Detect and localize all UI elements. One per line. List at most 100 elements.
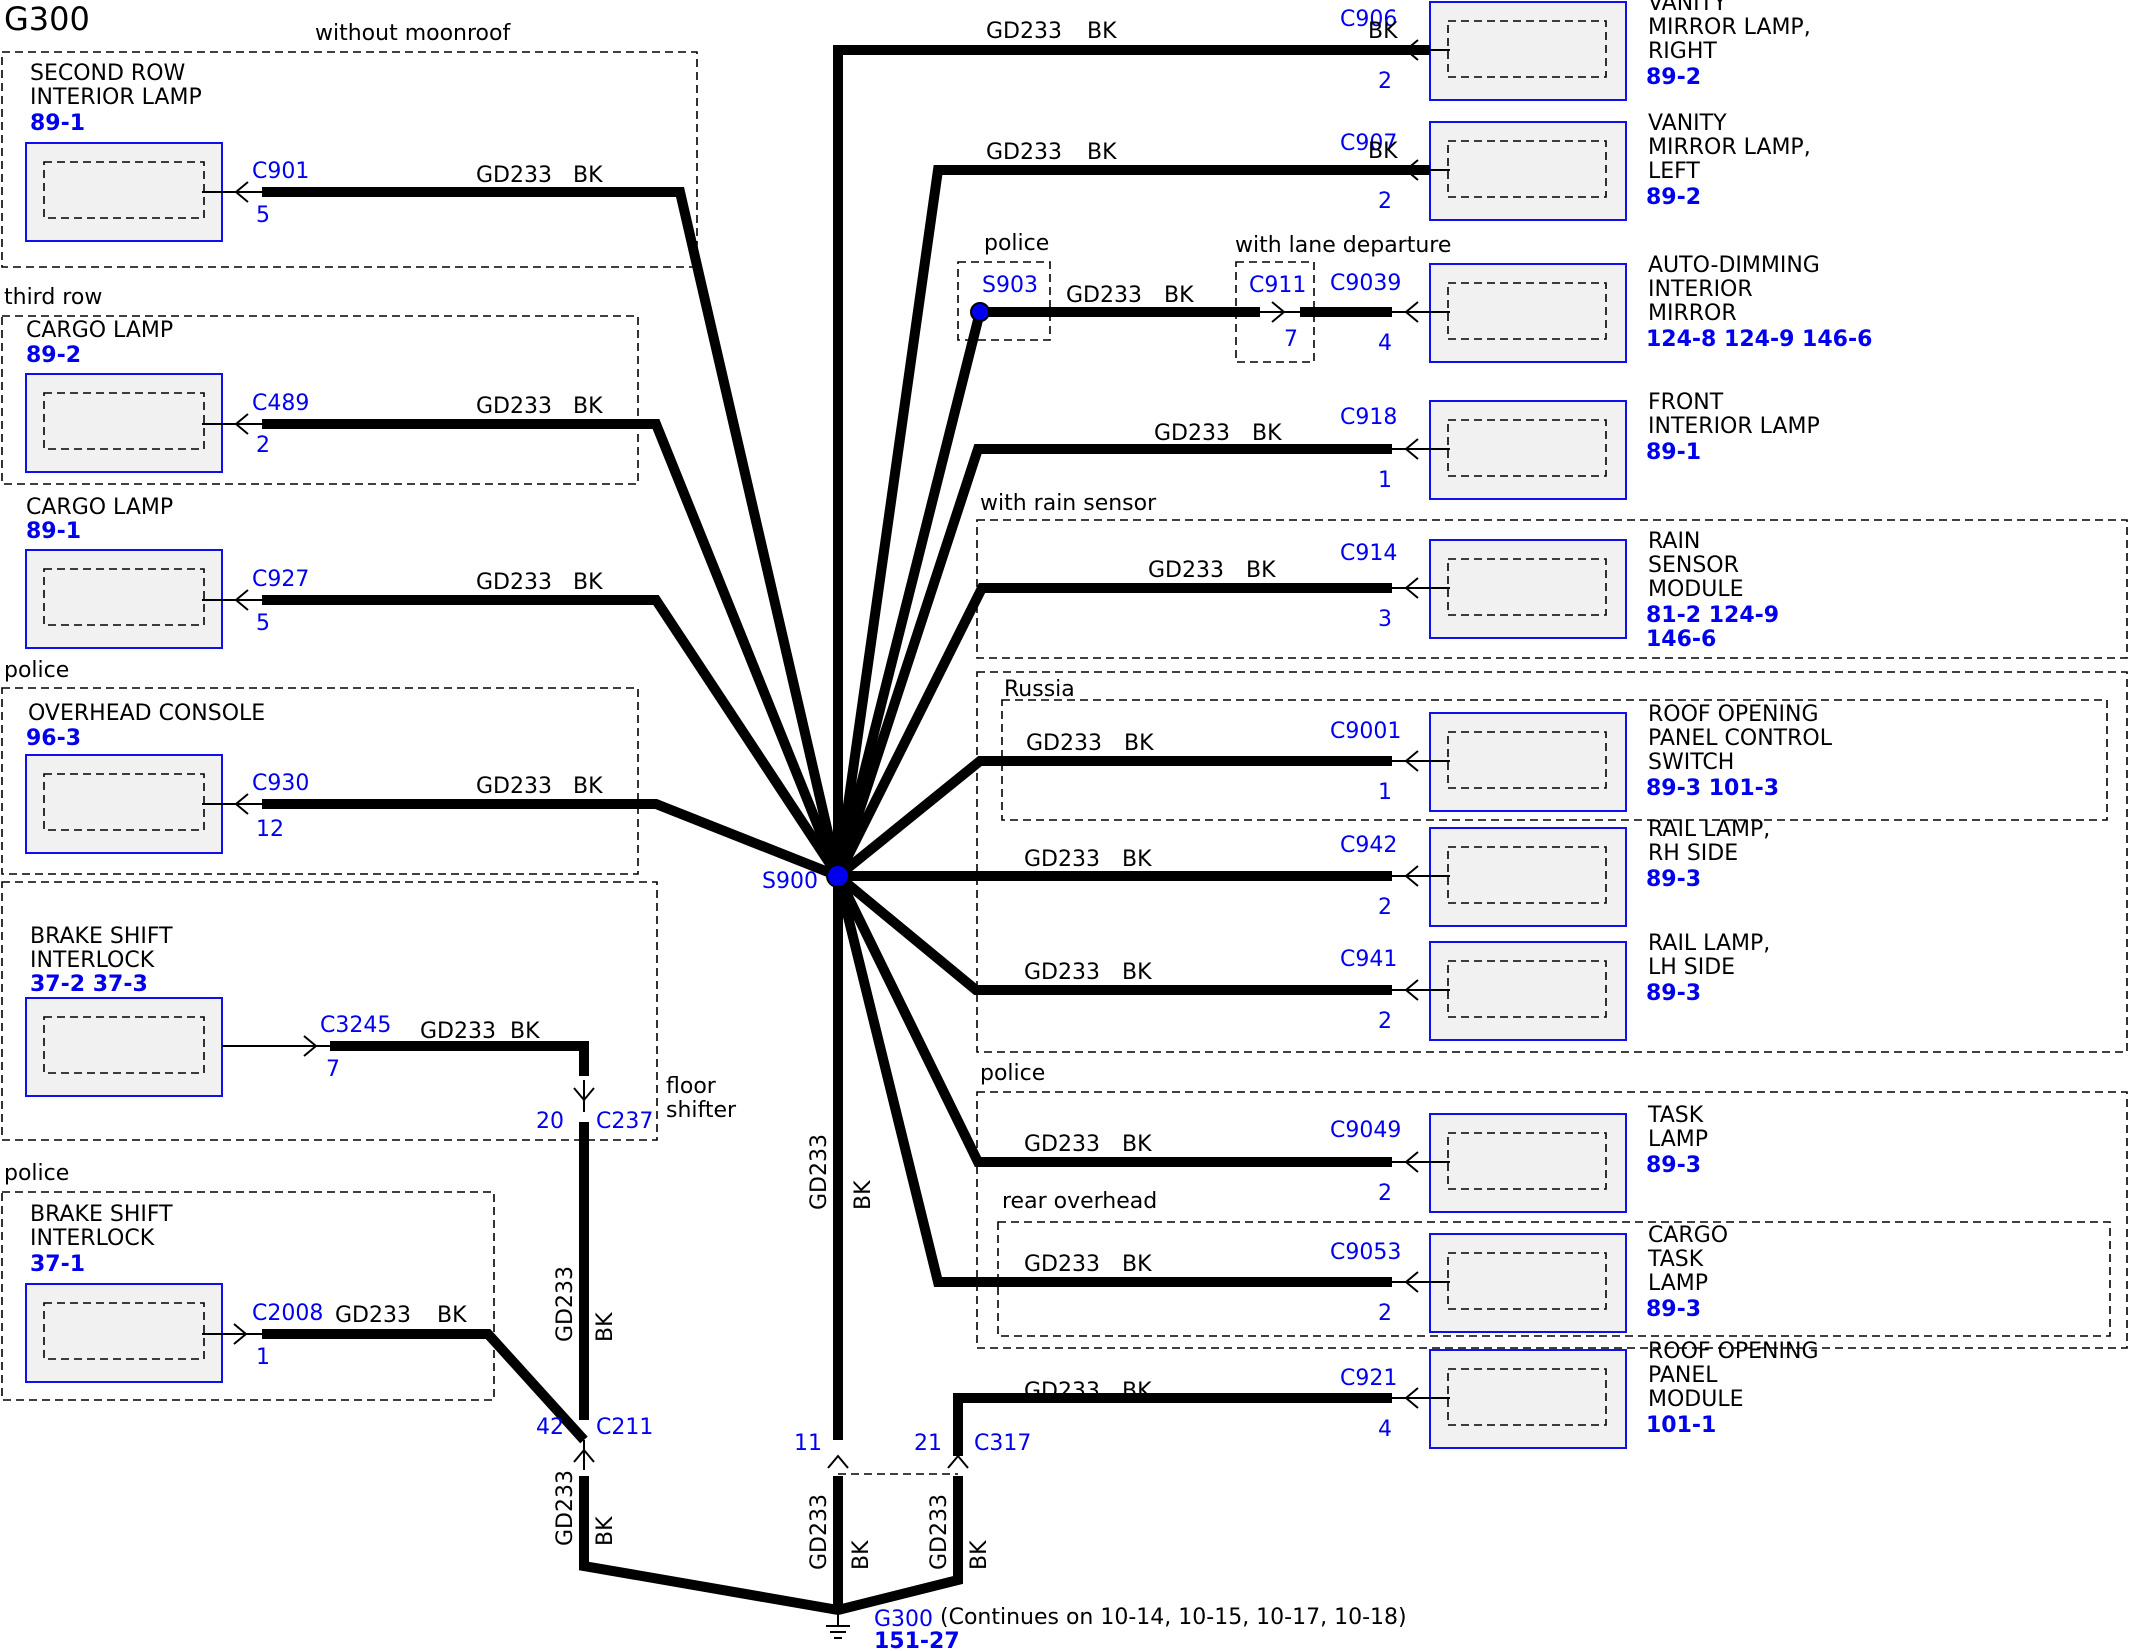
- wire-s903: [833, 310, 985, 878]
- pin-number: 11: [794, 1431, 822, 1456]
- wire-label-color: BK: [1122, 1132, 1152, 1157]
- connector-c9049[interactable]: C9049: [1330, 1118, 1401, 1143]
- condition-label-police-brake: police: [4, 1161, 69, 1186]
- connector-c237: C237: [596, 1109, 653, 1134]
- inline-connector-c211[interactable]: C211 42: [536, 1415, 653, 1470]
- wire-label-color: BK: [1164, 283, 1194, 308]
- connector-c930[interactable]: C930: [252, 771, 309, 796]
- connector-c3245[interactable]: C3245: [320, 1013, 391, 1038]
- component-brake-shift-interlock-police[interactable]: BRAKE SHIFT INTERLOCK 37-1: [25, 1202, 223, 1383]
- component-ref: 89-3: [1646, 1297, 1701, 1322]
- connector-c9053[interactable]: C9053: [1330, 1240, 1401, 1265]
- component-name: RH SIDE: [1648, 841, 1738, 866]
- wire-c211-ground: [579, 1476, 839, 1615]
- component-name: RAIN: [1648, 529, 1700, 554]
- connector-arrow-icon: [1404, 438, 1419, 460]
- condition-label-rear-overhead: rear overhead: [1002, 1189, 1157, 1214]
- wire-label-color: BK: [1122, 960, 1152, 985]
- connector-c911: C911: [1249, 273, 1306, 298]
- splice-s903-label: S903: [982, 273, 1038, 298]
- component-box: [1429, 263, 1627, 363]
- component-cargo-lamp[interactable]: CARGO LAMP 89-1: [25, 495, 223, 649]
- component-name: CARGO: [1648, 1223, 1728, 1248]
- ground-label: G300: [874, 1607, 933, 1632]
- inline-connector-c911[interactable]: C911 7: [1249, 273, 1306, 352]
- connector-c907[interactable]: C907: [1340, 131, 1397, 156]
- component-name: LH SIDE: [1648, 955, 1735, 980]
- component-name: FRONT: [1648, 390, 1724, 415]
- connector-c921[interactable]: C921: [1340, 1366, 1397, 1391]
- pin-number: 2: [1378, 189, 1392, 214]
- option-box-russia: [1001, 699, 2108, 821]
- component-brake-shift-interlock-floor[interactable]: BRAKE SHIFT INTERLOCK 37-2 37-3: [25, 924, 223, 1097]
- option-box-roof-rails: [976, 671, 2128, 1053]
- component-ref: 89-3: [1646, 981, 1701, 1006]
- ground-g300[interactable]: G300 151-27 (Continues on 10-14, 10-15, …: [826, 1605, 1407, 1651]
- connector-c489[interactable]: C489: [252, 391, 309, 416]
- connector-c9039[interactable]: C9039: [1330, 271, 1401, 296]
- component-box: [1429, 539, 1627, 639]
- connector-c918[interactable]: C918: [1340, 405, 1397, 430]
- pin-number: 7: [1284, 327, 1298, 352]
- component-cargo-lamp-third-row[interactable]: CARGO LAMP 89-2: [25, 318, 223, 473]
- wire-c489: [262, 419, 843, 878]
- option-box-rain-sensor: [976, 519, 2128, 659]
- connector-c914[interactable]: C914: [1340, 541, 1397, 566]
- component-box: [1429, 400, 1627, 500]
- inline-connector-c317[interactable]: 11 21 C317: [794, 1431, 1031, 1469]
- component-box-inner: [1447, 1132, 1607, 1190]
- component-overhead-console[interactable]: OVERHEAD CONSOLE 96-3: [25, 701, 265, 854]
- component-box: [1429, 121, 1627, 221]
- component-name: SENSOR: [1648, 553, 1739, 578]
- component-box-inner: [1447, 419, 1607, 477]
- component-name: INTERLOCK: [30, 1226, 155, 1251]
- component-name: TASK: [1647, 1103, 1704, 1128]
- splice-s900[interactable]: [826, 864, 850, 888]
- component-name: CARGO LAMP: [26, 318, 173, 343]
- wire-label-color: BK: [851, 1180, 876, 1210]
- connector-c927[interactable]: C927: [252, 567, 309, 592]
- pin-number: 5: [256, 203, 270, 228]
- component-second-row-interior-lamp[interactable]: SECOND ROW INTERIOR LAMP 89-1: [25, 61, 223, 242]
- connector-c9001[interactable]: C9001: [1330, 719, 1401, 744]
- component-name: INTERIOR LAMP: [1648, 414, 1820, 439]
- wire-c907: [833, 165, 1392, 877]
- connector-c2008[interactable]: C2008: [252, 1301, 323, 1326]
- connector-arrow-icon: [1404, 301, 1419, 323]
- connector-c901[interactable]: C901: [252, 159, 309, 184]
- inline-connector-c237[interactable]: C237 20: [536, 1080, 653, 1134]
- condition-label-floor-shifter-2: shifter: [666, 1098, 737, 1123]
- component-name: TASK: [1647, 1247, 1704, 1272]
- connector-c942[interactable]: C942: [1340, 833, 1397, 858]
- pin-number: 2: [1378, 69, 1392, 94]
- pin-number: 1: [1378, 780, 1392, 805]
- wire-label-color: BK: [510, 1019, 540, 1044]
- connector-arrow-icon: [1404, 577, 1419, 599]
- pin-number: 20: [536, 1109, 564, 1134]
- component-box-inner: [1447, 140, 1607, 198]
- wire-label-color: BK: [1368, 19, 1398, 44]
- connector-c906[interactable]: C906: [1340, 7, 1397, 32]
- splice-s903[interactable]: [970, 302, 990, 322]
- pin-number: 2: [256, 433, 270, 458]
- wire-label-id: GD233: [1024, 1379, 1100, 1404]
- wire-label-id: GD233: [1024, 847, 1100, 872]
- condition-label-rain-sensor: with rain sensor: [980, 491, 1157, 516]
- page-title: G300: [4, 0, 90, 38]
- wire-label-id: GD233: [553, 1470, 578, 1546]
- wire-label-color: BK: [573, 163, 603, 188]
- pin-number: 4: [1378, 331, 1392, 356]
- component-ref: 89-1: [26, 519, 81, 544]
- connector-c941[interactable]: C941: [1340, 947, 1397, 972]
